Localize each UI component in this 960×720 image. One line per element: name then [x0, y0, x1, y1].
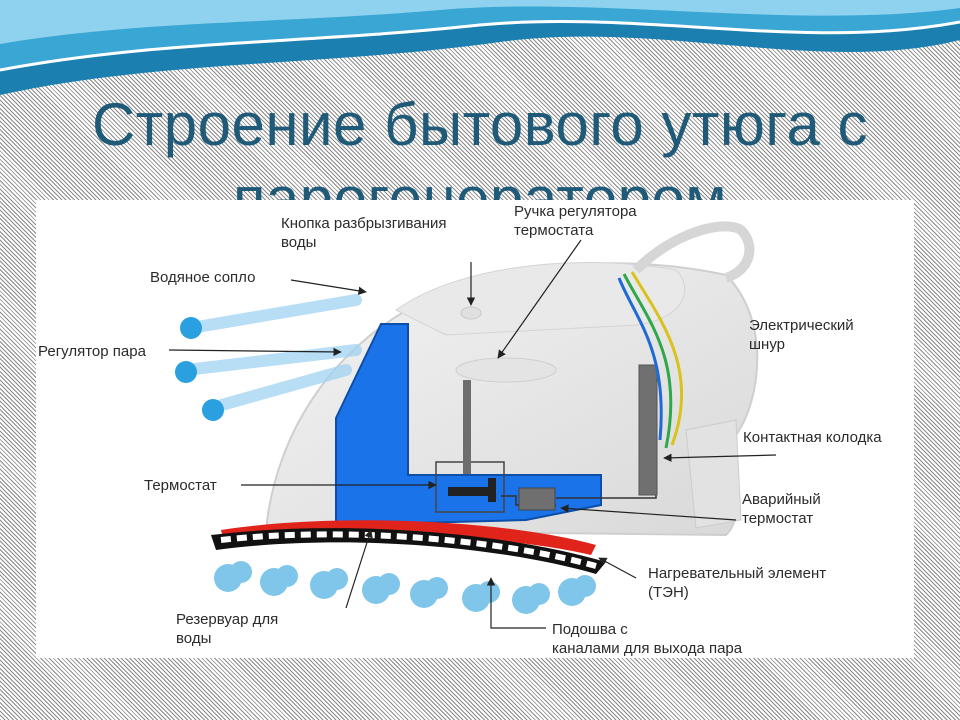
label-soleplate: Подошва с каналами для выхода пара [552, 621, 743, 657]
power-cord-wires [617, 271, 684, 449]
label-thermostat: Термостат [144, 477, 217, 494]
label-contact-block: Контактная колодка [743, 429, 882, 446]
label-steam-regulator: Регулятор пара [38, 343, 146, 360]
label-spray-button: Кнопка разбрызгивания воды [281, 215, 447, 251]
wave-header-decoration [0, 0, 960, 95]
iron-diagram: Кнопка разбрызгивания воды Ручка регулят… [36, 200, 914, 658]
iron-diagram-drawing [168, 221, 777, 629]
slide-title: Строение бытового утюга с парогенераторо… [91, 91, 869, 200]
contact-block [638, 364, 658, 496]
steam-clouds [214, 561, 596, 614]
label-emergency-thermostat: Аварийный термостат [742, 491, 821, 527]
label-thermostat-knob: Ручка регулятора термостата [514, 203, 637, 239]
label-water-nozzle: Водяное сопло [150, 269, 256, 286]
label-power-cord: Электрический шнур [749, 317, 854, 353]
leader-lines [168, 239, 777, 629]
label-water-tank: Резервуар для воды [176, 611, 279, 647]
label-heating-element: Нагревательный элемент (ТЭН) [648, 565, 827, 601]
steam-jets [175, 294, 362, 421]
soleplate [211, 528, 606, 574]
